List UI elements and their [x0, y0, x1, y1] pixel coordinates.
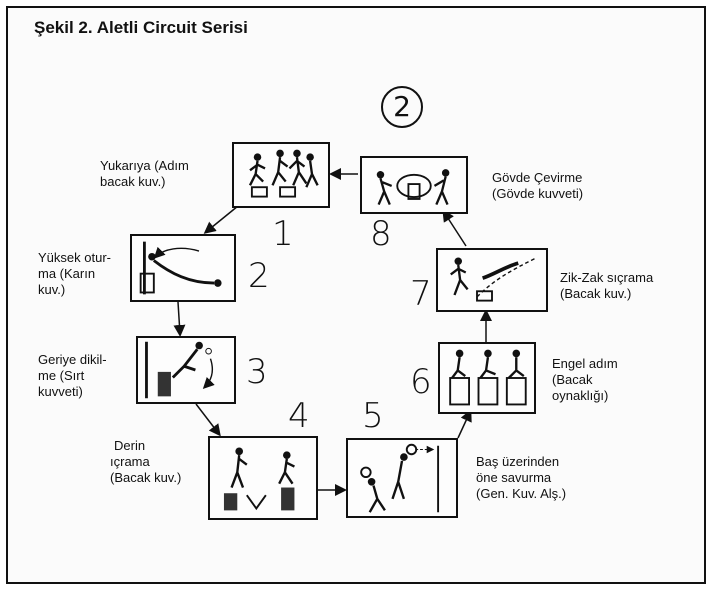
depth-jump-figures-icon: [223, 447, 295, 511]
station-5-label: Baş üzerinden öne savurma (Gen. Kuv. Alş…: [476, 454, 566, 502]
label-line: (Bacak: [552, 372, 593, 387]
station-number-7: 7: [410, 274, 432, 314]
label-line: Engel adım: [552, 356, 618, 371]
station-8-label: Gövde Çevirme (Gövde kuvveti): [492, 170, 583, 202]
station-number-6: 6: [410, 362, 432, 402]
overhead-throw-figures-icon: [360, 443, 440, 513]
label-line: me (Sırt: [38, 368, 85, 383]
label-line: oynaklığı): [552, 388, 609, 403]
station-3-label: Geriye dikil- me (Sırt kuvveti): [38, 352, 107, 400]
station-number-2: 2: [248, 256, 270, 296]
step-up-figures-icon: [248, 149, 319, 198]
station-7-label: Zik-Zak sıçrama (Bacak kuv.): [560, 270, 653, 302]
label-line: Yukarıya (Adım: [100, 158, 189, 173]
station-4-image: [208, 436, 318, 520]
label-line: Derin: [114, 438, 146, 453]
sit-up-figure-icon: [139, 241, 222, 295]
label-line: Geriye dikil-: [38, 352, 107, 367]
label-line: kuvveti): [38, 384, 83, 399]
station-2-label: Yüksek otur- ma (Karın kuv.): [38, 250, 111, 298]
label-line: (Gövde kuvveti): [492, 186, 584, 201]
label-line: kuv.): [38, 282, 66, 297]
label-line: (Bacak kuv.): [110, 470, 182, 485]
station-5-image: [346, 438, 458, 518]
arrow-7-to-8: [442, 209, 467, 247]
station-8-image: [360, 156, 468, 214]
label-line: öne savurma: [476, 470, 552, 485]
station-3-image: [136, 336, 236, 404]
label-line: Gövde Çevirme: [492, 170, 583, 185]
station-2-image: [130, 234, 236, 302]
label-line: Zik-Zak sıçrama: [560, 270, 654, 285]
arrow-3-to-4: [195, 403, 221, 437]
figure-title: Şekil 2. Aletli Circuit Serisi: [34, 18, 248, 37]
station-number-1: 1: [272, 214, 294, 254]
station-number-5: 5: [362, 396, 384, 436]
station-6-image: [438, 342, 536, 414]
label-line: ıçrama: [110, 454, 150, 469]
station-6-label: Engel adım (Bacak oynaklığı): [552, 356, 618, 404]
station-number-8: 8: [370, 214, 392, 254]
arrow-1-to-2: [203, 205, 239, 234]
label-line: Yüksek otur-: [38, 250, 111, 265]
trunk-rotation-figures-icon: [376, 169, 450, 206]
arrow-2-to-3: [173, 301, 186, 337]
label-line: ma (Karın: [38, 266, 96, 281]
station-7-image: [436, 248, 548, 312]
label-line: Baş üzerinden: [476, 454, 560, 469]
station-number-3: 3: [246, 352, 268, 392]
circuit-number-badge: 2: [381, 86, 423, 128]
label-line: (Bacak kuv.): [560, 286, 632, 301]
station-1-image: [232, 142, 330, 208]
hurdle-step-figures-icon: [449, 349, 527, 406]
station-1-label: Yukarıya (Adım bacak kuv.): [100, 158, 189, 190]
station-4-label: Derin ıçrama (Bacak kuv.): [110, 438, 181, 486]
back-extension-figure-icon: [145, 341, 215, 399]
station-number-4: 4: [288, 396, 310, 436]
label-line: bacak kuv.): [100, 174, 166, 189]
label-line: (Gen. Kuv. Alş.): [476, 486, 567, 501]
zigzag-jump-figure-icon: [450, 256, 538, 302]
arrow-5-to-6: [457, 409, 472, 439]
